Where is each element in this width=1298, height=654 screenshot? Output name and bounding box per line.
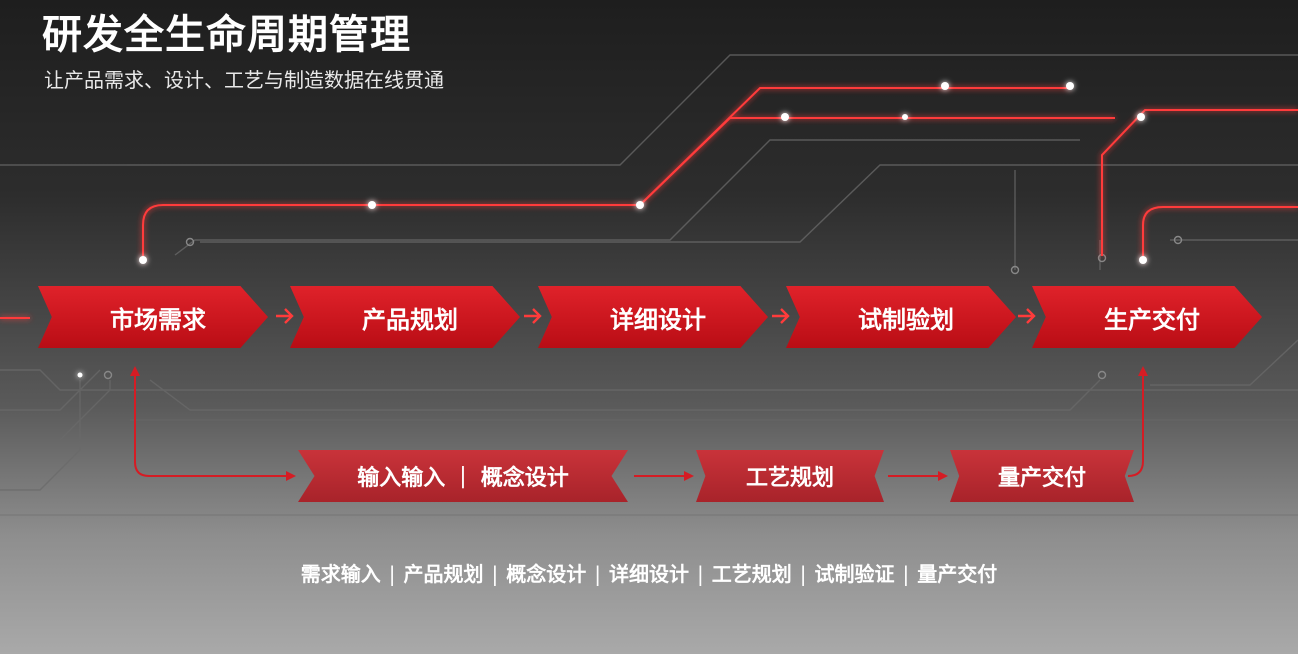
footer-item: 概念设计 bbox=[506, 562, 587, 586]
stage-label: 试制验划 bbox=[858, 305, 954, 334]
stage-product-planning[interactable]: 产品规划 bbox=[290, 286, 520, 348]
stage-label: 生产交付 bbox=[1104, 305, 1200, 334]
footer-separator: | bbox=[902, 562, 910, 586]
stage-label: 市场需求 bbox=[110, 305, 206, 334]
stage-detailed-design[interactable]: 详细设计 bbox=[538, 286, 768, 348]
sub-stage-input-concept[interactable]: 输入输入 | 概念设计 bbox=[298, 450, 628, 502]
chevron-right-icon bbox=[524, 308, 542, 324]
stage-label: 产品规划 bbox=[362, 305, 458, 334]
chevron-right-icon bbox=[772, 308, 790, 324]
chevron-right-icon bbox=[1018, 308, 1036, 324]
page-subtitle: 让产品需求、设计、工艺与制造数据在线贯通 bbox=[44, 68, 444, 92]
chevron-right-icon bbox=[276, 308, 294, 324]
stage-market-demand[interactable]: 市场需求 bbox=[38, 286, 268, 348]
stage-trial-verification[interactable]: 试制验划 bbox=[786, 286, 1016, 348]
sub-stage-label-a: 输入输入 bbox=[357, 466, 446, 491]
stage-label: 详细设计 bbox=[610, 305, 706, 334]
sub-stage-label: 工艺规划 bbox=[745, 466, 834, 491]
footer-separator: | bbox=[799, 562, 807, 586]
sub-stage-label: 量产交付 bbox=[997, 466, 1086, 491]
footer-separator: | bbox=[388, 562, 396, 586]
stage-production-delivery[interactable]: 生产交付 bbox=[1032, 286, 1262, 348]
footer-separator: | bbox=[491, 562, 499, 586]
footer-item: 量产交付 bbox=[917, 562, 998, 586]
footer-summary: 需求输入 | 产品规划 | 概念设计 | 详细设计 | 工艺规划 | 试制验证 | 量产交付 bbox=[0, 558, 1298, 587]
footer-item: 产品规划 bbox=[403, 562, 484, 586]
footer-item: 详细设计 bbox=[609, 562, 689, 586]
footer-item: 需求输入 bbox=[300, 562, 381, 586]
sub-stage-separator: | bbox=[459, 463, 467, 489]
sub-stage-process-planning[interactable]: 工艺规划 bbox=[696, 450, 884, 502]
footer-separator: | bbox=[697, 562, 704, 586]
sub-stage-mass-delivery[interactable]: 量产交付 bbox=[950, 450, 1134, 502]
footer-separator: | bbox=[594, 562, 601, 586]
page-title: 研发全生命周期管理 bbox=[42, 12, 411, 58]
footer-item: 工艺规划 bbox=[711, 562, 792, 586]
sub-stage-label-b: 概念设计 bbox=[480, 466, 569, 491]
footer-item: 试制验证 bbox=[814, 562, 895, 586]
